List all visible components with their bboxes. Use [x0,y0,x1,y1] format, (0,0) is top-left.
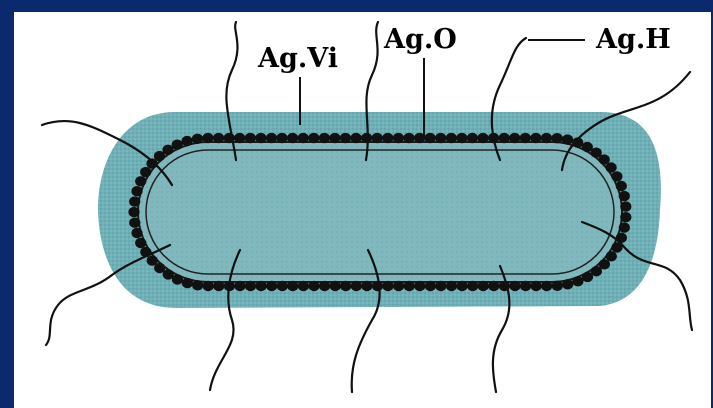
membrane-bead [446,133,457,143]
membrane-bead [287,281,298,291]
membrane-bead [361,281,372,291]
membrane-bead [499,133,510,143]
membrane-bead [298,281,309,291]
membrane-bead [202,133,213,143]
membrane-bead [147,255,158,265]
membrane-bead [382,281,393,291]
membrane-bead [140,167,151,177]
membrane-bead [619,191,630,201]
label-ag-o: Ag.O [384,26,457,53]
membrane-bead [172,140,183,150]
membrane-bead [477,133,488,143]
membrane-bead [531,281,542,291]
membrane-bead [135,238,146,248]
bacterium-diagram [14,12,711,408]
membrane-bead [308,133,319,143]
membrane-bead [319,133,330,143]
membrane-bead [404,281,415,291]
membrane-bead [616,181,627,191]
membrane-bead [530,133,541,143]
membrane-bead [287,133,298,143]
membrane-bead [128,207,139,217]
membrane-bead [308,281,319,291]
membrane-bead [245,133,256,143]
membrane-bead [457,281,468,291]
membrane-bead [319,281,330,291]
membrane-bead [611,171,622,181]
membrane-bead [340,281,351,291]
membrane-bead [552,281,563,291]
diagram-panel: Ag.Vi Ag.O Ag.H [14,12,711,408]
membrane-bead [256,281,267,291]
membrane-bead [135,176,146,186]
membrane-bead [467,281,478,291]
membrane-bead [393,281,404,291]
membrane-bead [606,162,617,172]
membrane-bead [372,281,383,291]
membrane-bead [266,281,277,291]
membrane-bead [276,133,287,143]
membrane-bead [520,133,531,143]
membrane-bead [372,133,383,143]
membrane-bead [393,133,404,143]
membrane-bead [266,133,277,143]
membrane-bead [131,186,142,196]
membrane-bead [572,276,583,286]
membrane-bead [520,281,531,291]
membrane-bead [234,281,245,291]
membrane-bead [245,281,256,291]
membrane-bead [552,133,563,143]
membrane-bead [414,281,425,291]
membrane-bead [403,133,414,143]
membrane-bead [298,133,309,143]
membrane-bead [582,272,593,282]
membrane-bead [329,133,340,143]
label-ag-h: Ag.H [596,26,671,53]
membrane-bead [129,196,140,206]
membrane-bead [203,281,214,291]
membrane-bead [192,280,203,290]
membrane-bead [446,281,457,291]
membrane-bead [562,279,573,289]
membrane-bead [509,281,520,291]
cell-body [138,142,622,282]
membrane-bead [351,133,362,143]
membrane-bead [340,133,351,143]
membrane-bead [541,281,552,291]
label-ag-vi: Ag.Vi [258,45,338,72]
membrane-bead [129,218,140,228]
membrane-bead [382,133,393,143]
membrane-bead [478,281,489,291]
membrane-bead [425,133,436,143]
membrane-bead [131,228,142,238]
membrane-bead [213,133,224,143]
membrane-bead [277,281,288,291]
membrane-bead [488,281,499,291]
membrane-bead [425,281,436,291]
membrane-bead [620,212,631,222]
membrane-bead [213,281,224,291]
membrane-bead [620,201,631,211]
membrane-bead [234,133,245,143]
membrane-bead [541,133,552,143]
membrane-bead [351,281,362,291]
membrane-bead [435,133,446,143]
membrane-bead [255,133,266,143]
membrane-bead [509,133,520,143]
membrane-bead [330,281,341,291]
membrane-bead [435,281,446,291]
membrane-bead [619,222,630,232]
membrane-bead [456,133,467,143]
membrane-bead [562,134,573,144]
membrane-bead [182,278,193,288]
membrane-bead [467,133,478,143]
membrane-bead [182,136,193,146]
membrane-bead [192,134,203,144]
